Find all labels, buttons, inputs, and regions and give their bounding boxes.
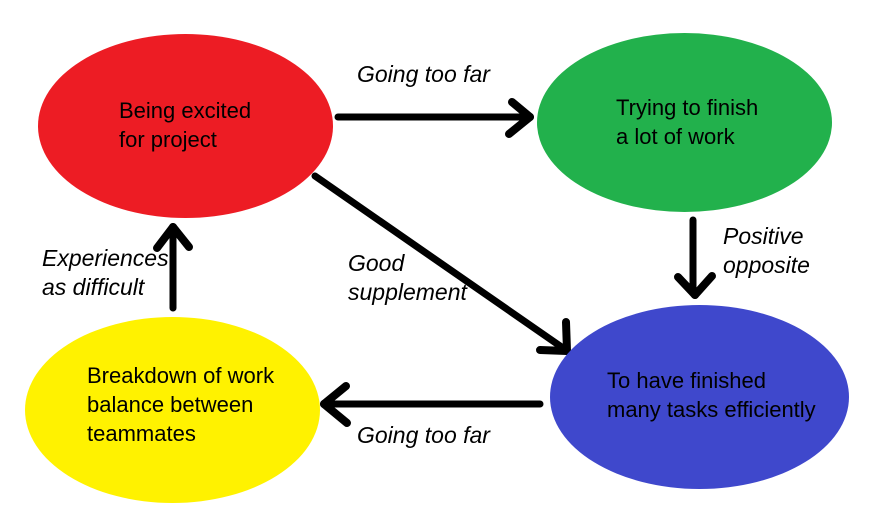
node-breakdown-of-work-balance: Breakdown of work balance between teamma…	[25, 317, 320, 503]
node-label: Being excited for project	[119, 98, 252, 152]
edge-label-positive-opposite: Positive opposite	[723, 223, 810, 278]
node-label: Trying to finish a lot of work	[616, 95, 759, 149]
edge-label-good-supplement: Good supplement	[348, 250, 467, 305]
arrow-excited-to-trying	[334, 98, 534, 138]
edge-label-experiences-as-difficult: Experiences as difficult	[42, 245, 169, 300]
node-trying-to-finish-work: Trying to finish a lot of work	[537, 33, 832, 212]
node-label: Breakdown of work balance between teamma…	[87, 363, 275, 446]
node-label: To have finished many tasks efficiently	[607, 368, 816, 422]
node-being-excited-for-project: Being excited for project	[38, 34, 333, 218]
arrow-finished-to-breakdown	[320, 382, 544, 427]
edge-label-going-too-far-bottom: Going too far	[357, 422, 490, 448]
node-finished-many-tasks: To have finished many tasks efficiently	[550, 305, 849, 489]
arrow-trying-to-finished	[674, 216, 716, 299]
edge-label-going-too-far-top: Going too far	[357, 61, 490, 87]
